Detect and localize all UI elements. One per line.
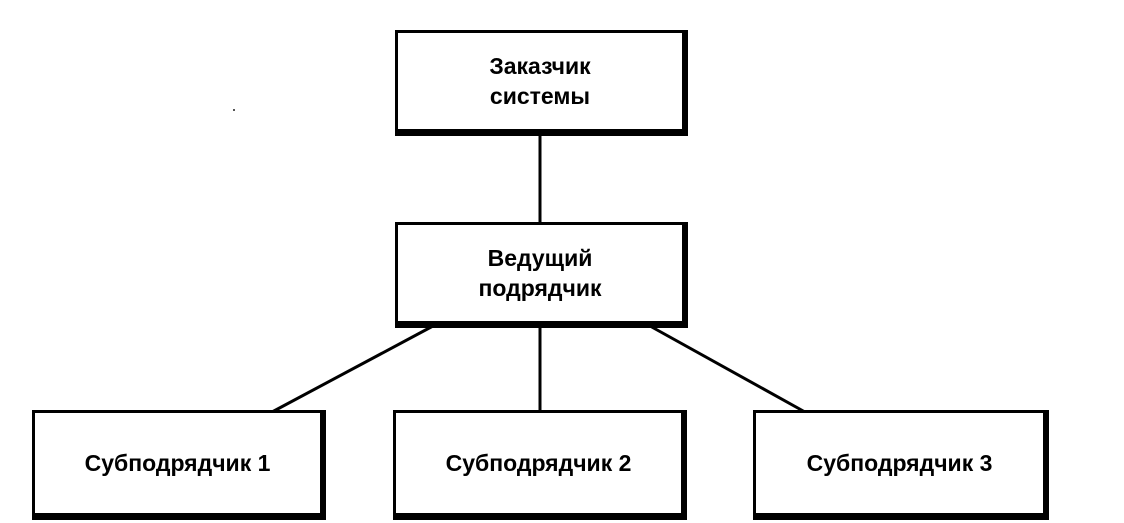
customer-label-line1: Заказчик [489, 53, 591, 79]
subcontractor-2-box: Субподрядчик 2 [393, 410, 687, 520]
stray-speck [233, 109, 235, 111]
subcontractor-3-label: Субподрядчик 3 [806, 450, 993, 476]
lead-contractor-label-line1: Ведущий [487, 245, 593, 271]
connector-lead-to-sub1 [271, 324, 434, 414]
subcontractor-3-box: Субподрядчик 3 [753, 410, 1049, 520]
subcontractor-2-label: Субподрядчик 2 [445, 450, 632, 476]
lead-contractor-label-line2: подрядчик [478, 275, 602, 301]
connector-lead-to-sub3 [649, 324, 806, 414]
subcontractor-1-label: Субподрядчик 1 [84, 450, 271, 476]
customer-box: Заказчик системы [395, 30, 688, 136]
customer-label-line2: системы [489, 83, 591, 109]
subcontractor-1-box: Субподрядчик 1 [32, 410, 326, 520]
lead-contractor-box: Ведущий подрядчик [395, 222, 688, 328]
